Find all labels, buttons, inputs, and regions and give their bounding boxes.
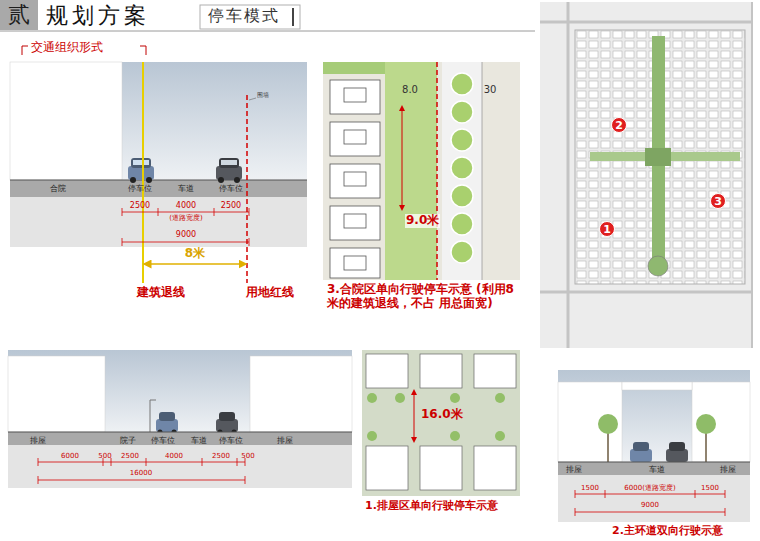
leader-label: 围墙 [257, 92, 269, 99]
ground-label: 合院 [50, 184, 66, 193]
dimension: 6000(道路宽度) [624, 484, 675, 492]
dimension: 9000 [176, 230, 196, 239]
callout-text: 2 [615, 120, 623, 131]
ground-label: 排屋 [566, 465, 582, 474]
section-name: 停车模式 [208, 7, 280, 25]
dimension: 2500 [121, 452, 139, 460]
ground-label: 院子 [120, 436, 136, 445]
section-badge: 贰 [0, 0, 38, 30]
dimension: 1500 [701, 484, 719, 492]
ground-label: 排屋 [720, 465, 736, 474]
dimension: 500 [241, 452, 254, 460]
callout-number: 2 [611, 117, 627, 133]
plan-dimension: 8.0 [402, 84, 418, 96]
ground-label: 停车位 [128, 184, 152, 193]
callout-number: 1 [599, 221, 615, 237]
dimension: 9000 [641, 501, 659, 509]
ground-label: 车道 [649, 465, 665, 474]
figure-caption: 2.主环道双向行驶示意 [612, 525, 723, 538]
dimension: 8米 [185, 247, 205, 261]
dimension: 2500 [212, 452, 230, 460]
ground-label: 停车位 [219, 184, 243, 193]
callout-text: 1 [603, 224, 611, 235]
callout-number: 3 [710, 193, 726, 209]
callout-text: 3 [714, 196, 722, 207]
dimension: 2500 [221, 201, 241, 210]
dimension: 4000 [176, 201, 196, 210]
dimension: 1500 [581, 484, 599, 492]
dimension: 500 [98, 452, 111, 460]
ground-label: 排屋 [30, 436, 46, 445]
dimension: 16000 [130, 469, 152, 477]
ground-label: 停车位 [219, 436, 243, 445]
plan-dimension: 30 [484, 84, 497, 96]
line-label: 用地红线 [246, 286, 294, 300]
dimension: 6000 [61, 452, 79, 460]
ground-label: 车道 [178, 184, 194, 193]
line-label: 建筑退线 [137, 286, 185, 300]
figure-caption: 3.合院区单向行驶停车示意 (利用8米的建筑退线，不占 用总面宽) [327, 283, 519, 311]
ground-label: 停车位 [151, 436, 175, 445]
ground-label: 排屋 [277, 436, 293, 445]
dimension: 2500 [130, 201, 150, 210]
dimension: 4000 [165, 452, 183, 460]
ground-label: 车道 [191, 436, 207, 445]
subheading: 交通组织形式 [31, 41, 103, 55]
dimension-note: (道路宽度) [169, 214, 202, 222]
badge-text: 贰 [8, 4, 30, 26]
figure-caption: 1.排屋区单向行驶停车示意 [365, 500, 498, 513]
page-title: 规划方案 [46, 3, 150, 28]
plan-dimension: 9.0米 [405, 214, 440, 228]
plan-dimension: 16.0米 [420, 408, 464, 422]
